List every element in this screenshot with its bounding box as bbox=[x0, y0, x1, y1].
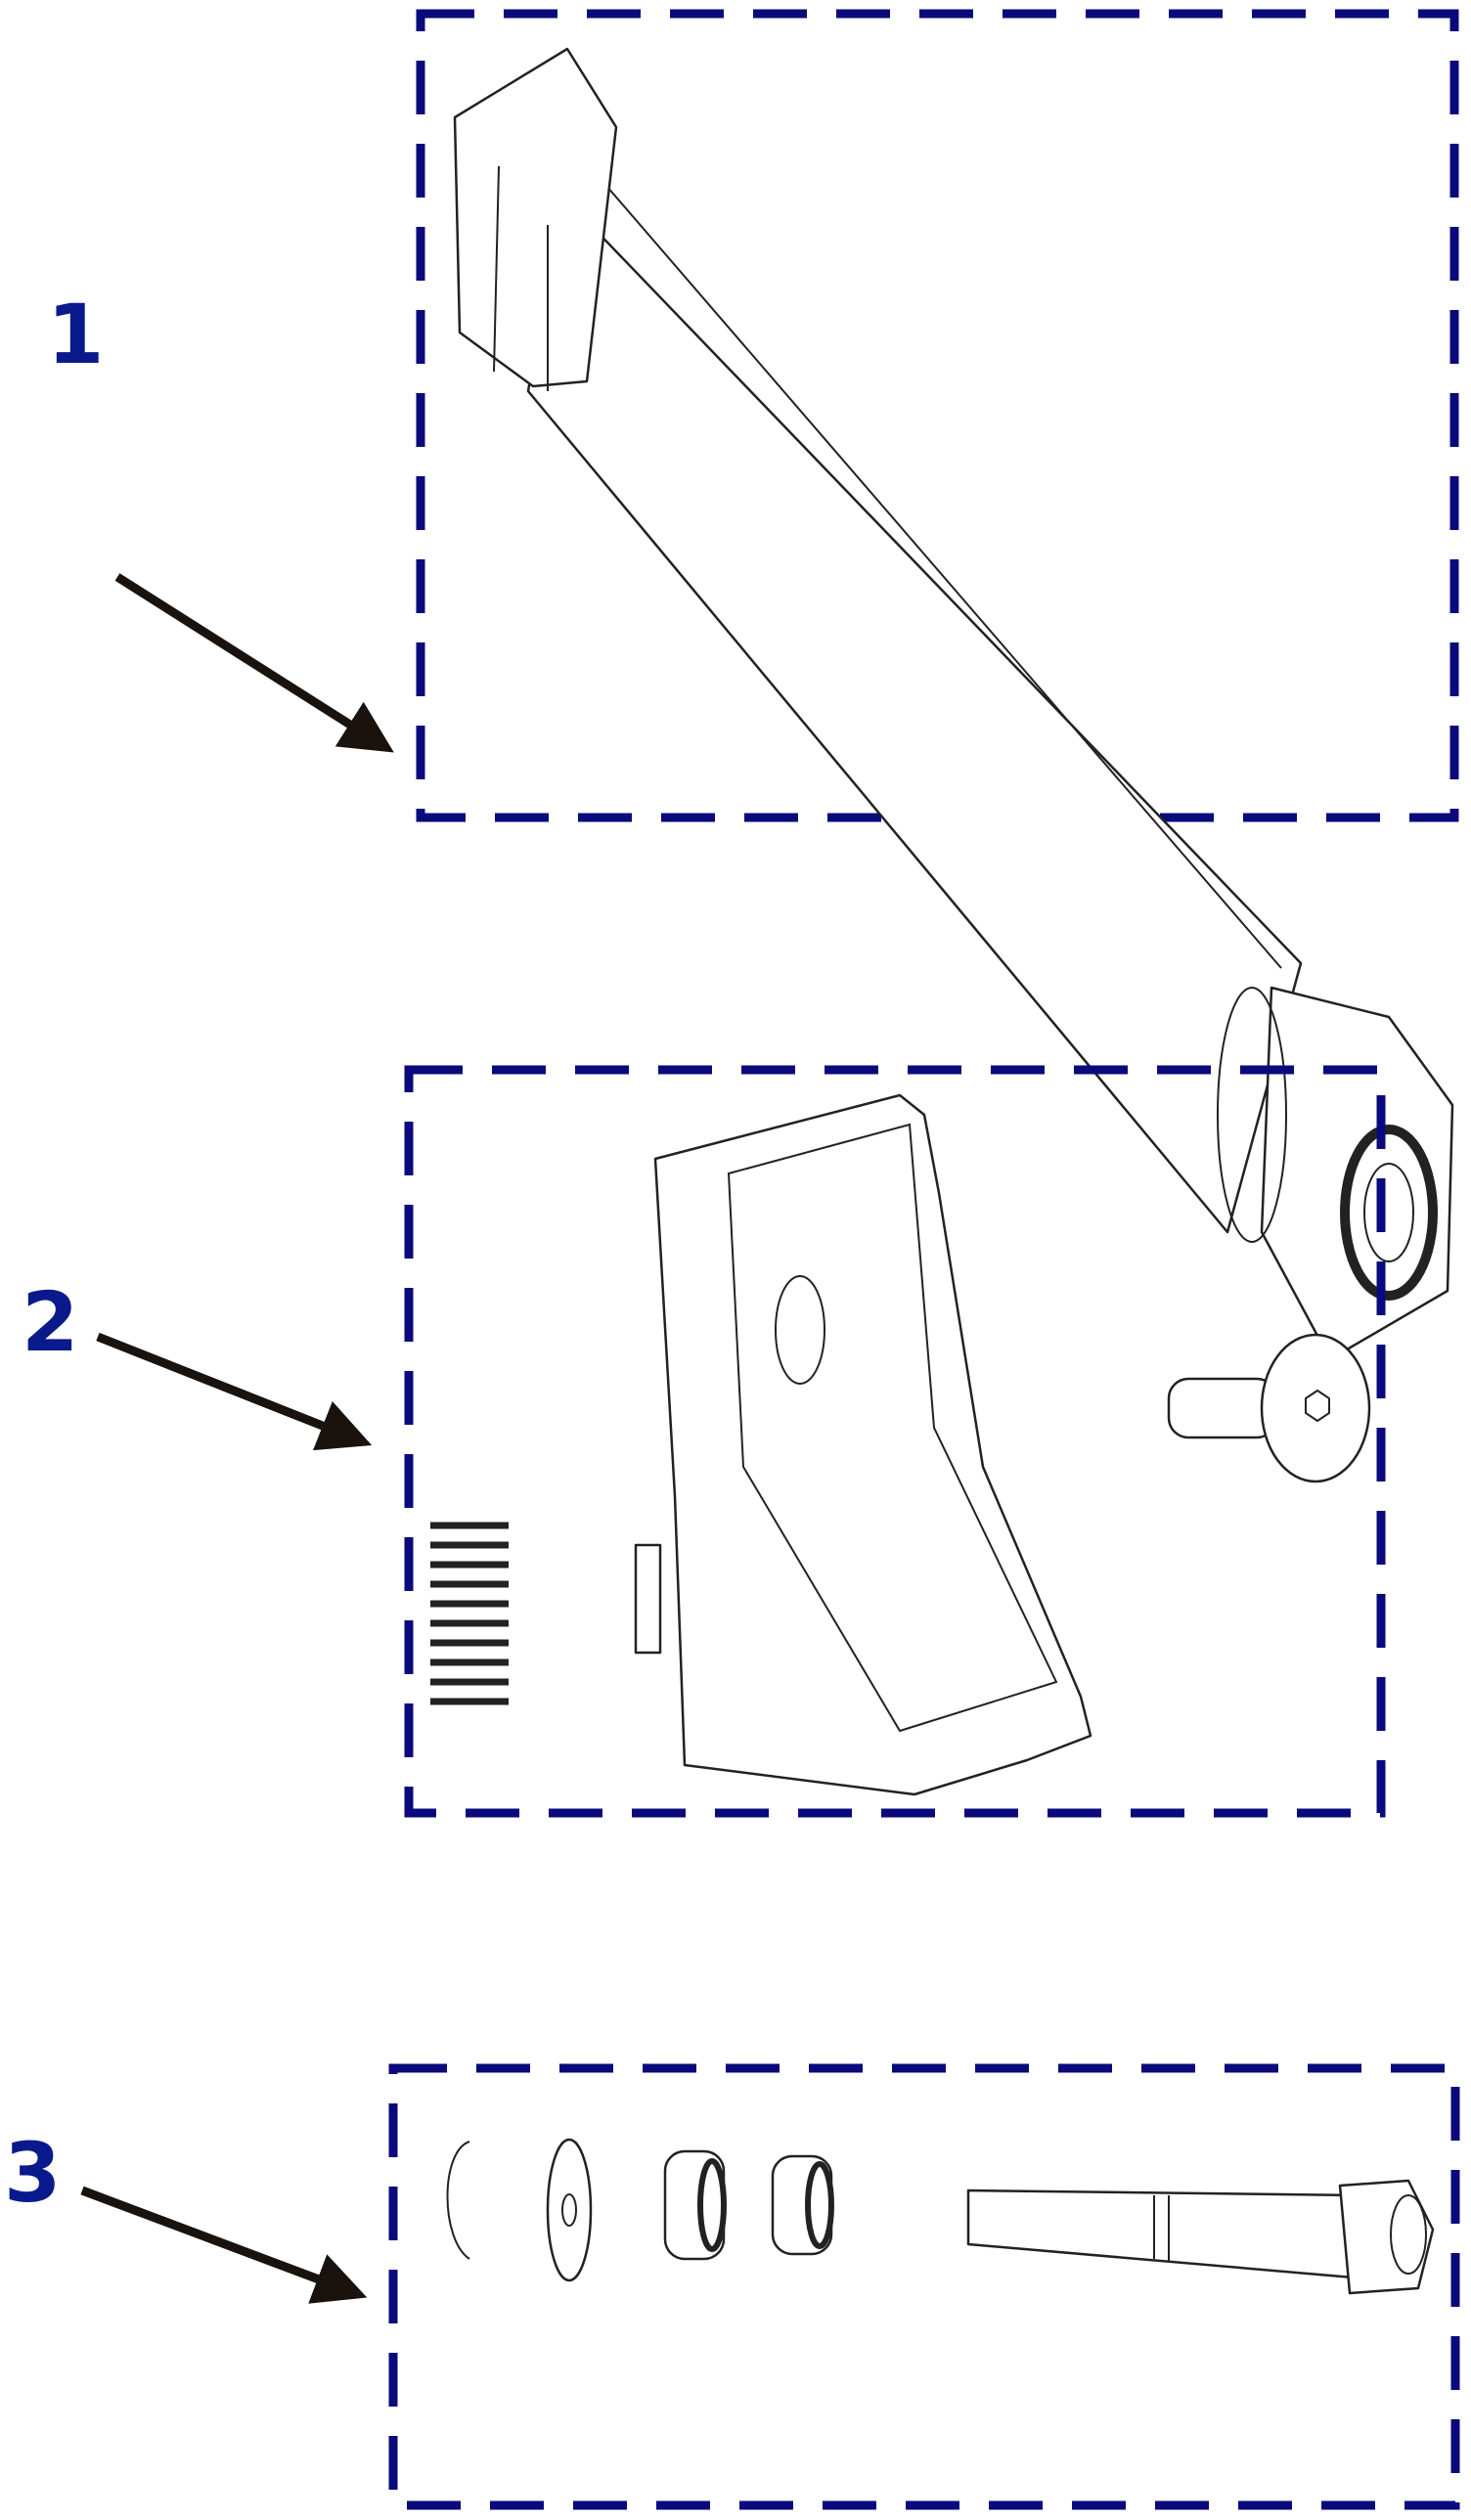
bearing-2-drawing bbox=[771, 2154, 834, 2256]
group-1 bbox=[114, 9, 1459, 1361]
callout-1: 1 bbox=[47, 287, 105, 382]
group-3 bbox=[80, 2063, 1460, 2510]
e-clip-drawing bbox=[446, 2141, 470, 2260]
callout-3: 3 bbox=[4, 2125, 62, 2221]
washer-drawing bbox=[546, 2138, 593, 2282]
callout-2: 2 bbox=[22, 1274, 79, 1370]
screw-drawing bbox=[1167, 1333, 1371, 1483]
dashed-frame-2 bbox=[404, 1065, 1386, 1818]
spring-drawing bbox=[430, 1522, 509, 1705]
platen-roller-drawing bbox=[453, 47, 1454, 1361]
group-2 bbox=[96, 1065, 1386, 1818]
bracket-drawing bbox=[634, 1093, 1092, 1796]
shaft-drawing bbox=[966, 2179, 1435, 2295]
arrow-1 bbox=[114, 573, 394, 753]
arrow-2 bbox=[96, 1332, 373, 1451]
dashed-frame-3 bbox=[388, 2063, 1460, 2510]
arrow-3 bbox=[80, 2186, 368, 2304]
bearing-1-drawing bbox=[663, 2149, 727, 2261]
